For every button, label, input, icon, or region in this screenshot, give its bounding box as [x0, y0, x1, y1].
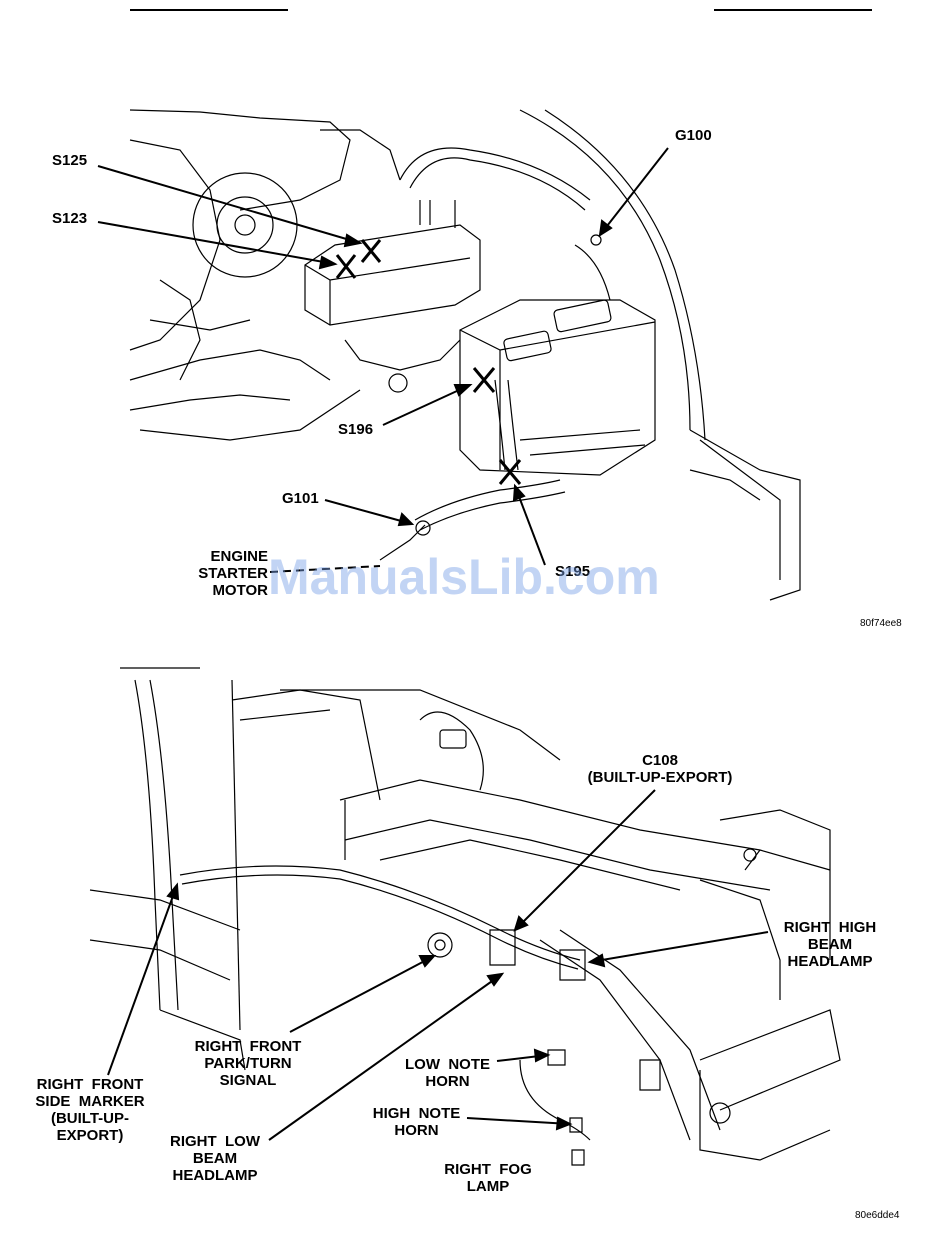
label-right-front-side-marker: RIGHT FRONT SIDE MARKER (BUILT-UP- EXPOR… — [20, 1076, 160, 1144]
label-s125: S125 — [52, 152, 87, 169]
label-right-low-beam-headlamp: RIGHT LOW BEAM HEADLAMP — [155, 1133, 275, 1184]
watermark: ManualsLib.com — [268, 548, 660, 606]
label-engine-starter-motor: ENGINE STARTER MOTOR — [196, 548, 268, 599]
label-c108: C108 (BUILT-UP-EXPORT) — [570, 752, 750, 786]
label-g100: G100 — [675, 127, 712, 144]
label-high-note-horn: HIGH NOTE HORN — [354, 1105, 479, 1139]
figure-code-top: 80f74ee8 — [860, 618, 902, 629]
label-s123: S123 — [52, 210, 87, 227]
label-right-high-beam-headlamp: RIGHT HIGH BEAM HEADLAMP — [765, 919, 895, 970]
figure-code-bottom: 80e6dde4 — [855, 1210, 900, 1221]
label-right-front-park-turn-signal: RIGHT FRONT PARK/TURN SIGNAL — [178, 1038, 318, 1089]
label-low-note-horn: LOW NOTE HORN — [385, 1056, 510, 1090]
label-right-fog-lamp: RIGHT FOG LAMP — [428, 1161, 548, 1195]
label-g101: G101 — [282, 490, 319, 507]
label-s196: S196 — [338, 421, 373, 438]
battery-area-illustration — [0, 0, 950, 640]
